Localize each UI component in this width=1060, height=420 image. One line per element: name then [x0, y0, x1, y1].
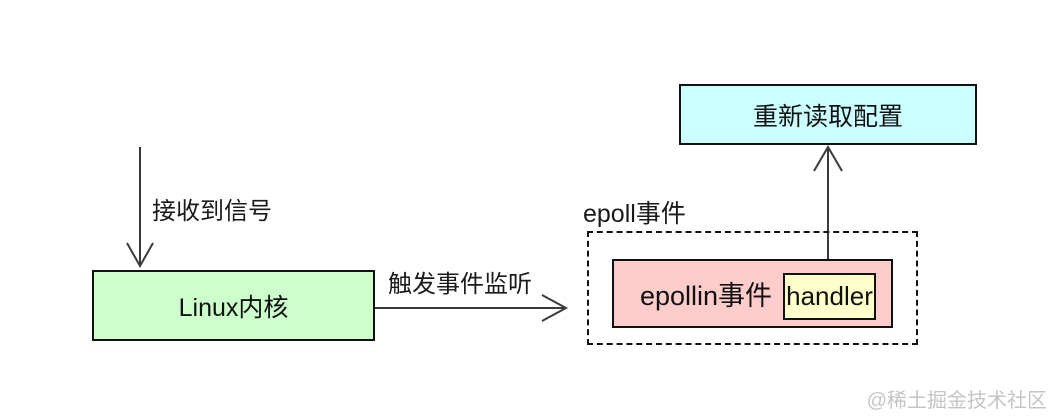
reload-config-box: 重新读取配置 — [679, 84, 977, 145]
signal-received-label: 接收到信号 — [152, 198, 272, 225]
handler-label: handler — [786, 281, 873, 311]
linux-kernel-box: Linux内核 — [92, 270, 375, 341]
watermark: @稀土掘金技术社区 — [866, 390, 1047, 412]
epoll-group-box — [587, 231, 918, 345]
reload-config-label: 重新读取配置 — [752, 102, 903, 131]
handler-box: handler — [783, 273, 876, 320]
trigger-listen-label: 触发事件监听 — [388, 271, 532, 298]
signal-arrow — [126, 147, 154, 269]
handler-to-reload-arrow — [813, 145, 843, 277]
epoll-group-label: epoll事件 — [583, 200, 686, 228]
epollin-event-label: epollin事件 — [640, 281, 773, 311]
epollin-event-box: epollin事件 handler — [612, 259, 893, 328]
linux-kernel-label: Linux内核 — [178, 293, 289, 322]
trigger-arrow — [375, 294, 569, 322]
